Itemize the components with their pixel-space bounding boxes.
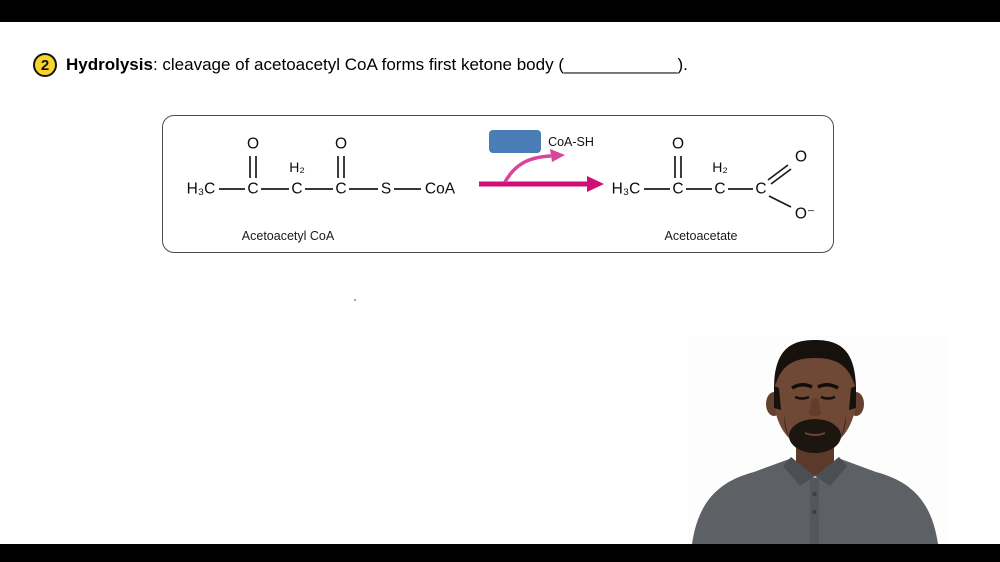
product-bonds <box>644 156 792 208</box>
bottom-letterbox-bar <box>0 544 1000 562</box>
presenter-eyebrow <box>791 383 813 390</box>
atom-c1: C <box>247 180 259 198</box>
product-atom-o-carbonyl: O <box>671 135 685 153</box>
presenter-eye <box>820 395 836 400</box>
bond-line <box>768 195 792 208</box>
product-atom-h2: H₂ <box>712 159 728 175</box>
presenter-eyebrow <box>817 383 839 390</box>
enzyme-box <box>489 130 541 153</box>
reaction-panel: H₃C C C C S CoA O H₂ O Acetoacetyl CoA C… <box>162 115 834 253</box>
bond-and-arrow-layer <box>219 130 792 208</box>
shirt-button <box>812 509 817 515</box>
presenter-nose <box>809 398 821 416</box>
presenter-mouth <box>804 432 826 436</box>
top-letterbox-bar <box>0 0 1000 22</box>
headline: 2 Hydrolysis: cleavage of acetoacetyl Co… <box>33 53 688 77</box>
atom-h3c: H₃C <box>186 180 216 198</box>
fill-in-blank: ____________ <box>563 55 678 74</box>
reaction-arrowhead-icon <box>587 176 604 192</box>
atom-c2: C <box>291 180 303 198</box>
double-bond-line <box>770 168 792 185</box>
presenter-webcam <box>688 336 948 544</box>
product-atom-c1: C <box>672 180 684 198</box>
presenter-sideburn <box>774 386 781 410</box>
product-label: Acetoacetate <box>664 229 738 243</box>
atom-coa: CoA <box>424 180 456 198</box>
shirt-button <box>812 491 817 497</box>
byproduct-arrowhead-icon <box>550 149 565 162</box>
product-atom-c3: C <box>755 180 767 198</box>
product-atom-o-top: O <box>794 148 808 166</box>
presenter-eye <box>794 395 810 400</box>
reactant-label: Acetoacetyl CoA <box>241 229 335 243</box>
product-atom-c2: C <box>714 180 726 198</box>
headline-body: : cleavage of acetoacetyl CoA forms firs… <box>152 55 564 74</box>
product-atom-h3c: H₃C <box>611 180 641 198</box>
atom-c3: C <box>335 180 347 198</box>
headline-term: Hydrolysis <box>66 55 153 74</box>
atom-o-carbonyl-1: O <box>246 135 260 153</box>
atom-o-carbonyl-2: O <box>334 135 348 153</box>
atom-h2: H₂ <box>289 159 305 175</box>
presenter-illustration <box>688 336 948 544</box>
headline-text: Hydrolysis: cleavage of acetoacetyl CoA … <box>66 55 688 75</box>
presenter-hair <box>774 340 856 390</box>
presenter-sideburn <box>849 386 856 410</box>
atom-s: S <box>380 180 392 198</box>
speck-artifact <box>354 299 356 301</box>
presenter-collar-left <box>783 457 815 486</box>
byproduct-label: CoA-SH <box>548 135 594 149</box>
presenter-collar-right <box>815 457 847 486</box>
double-bond-line <box>767 164 789 181</box>
byproduct-curved-arrow <box>503 154 552 183</box>
step-number-badge: 2 <box>33 53 57 77</box>
headline-suffix: ). <box>677 55 688 74</box>
product-atom-o-minus: O⁻ <box>794 205 816 223</box>
reactant-bonds <box>219 156 421 190</box>
